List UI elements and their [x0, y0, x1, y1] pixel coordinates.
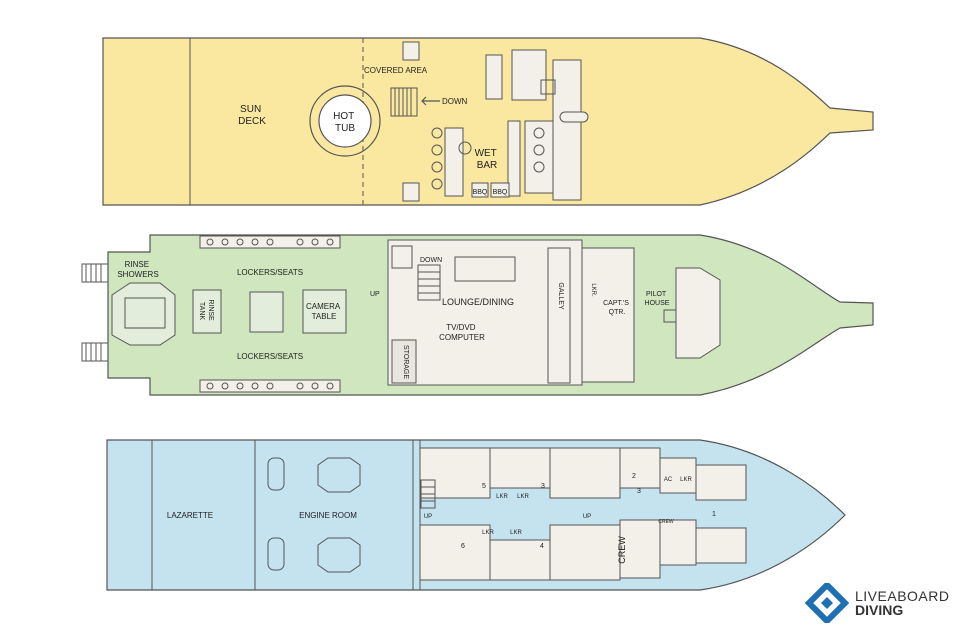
label-lkr: LKR.	[590, 283, 596, 297]
sun-deck: SUN DECK COVERED AREA DOWN HOT TUB WET B…	[102, 37, 874, 206]
logo-line-1: LIVEABOARD	[855, 588, 950, 604]
label-lkr-b: LKR	[517, 494, 529, 500]
lower-deck: LAZARETTE ENGINE ROOM UP UP LKR LKR LKR …	[106, 439, 846, 591]
wet-bar-structure	[402, 41, 589, 202]
logo-wordmark: LIVEABOARD DIVING	[855, 589, 949, 617]
label-cabin-4: 4	[540, 543, 544, 550]
label-camera-table: CAMERA TABLE	[306, 302, 342, 321]
label-cabin-3b: 3	[637, 488, 641, 495]
main-deck-tables	[192, 289, 347, 334]
main-deck-stairs	[417, 264, 441, 301]
label-up-left: UP	[424, 514, 432, 520]
label-galley: GALLEY	[557, 282, 564, 310]
label-sun-deck: SUN DECK	[238, 104, 266, 127]
logo-line-2: DIVING	[855, 602, 904, 618]
label-capt-qtr: CAPT.'S QTR.	[603, 300, 631, 316]
sun-deck-stairs	[390, 87, 418, 117]
main-deck: RINSE SHOWERS LOCKERS/SEATS LOCKERS/SEAT…	[81, 234, 874, 396]
label-wet-bar: WET BAR	[475, 148, 500, 171]
hot-tub-inner	[318, 94, 372, 148]
lockers-seats-bottom	[199, 379, 341, 393]
label-lkr-a: LKR	[496, 494, 508, 500]
label-storage: STORAGE	[402, 345, 409, 379]
label-tv-computer: TV/DVD COMPUTER	[439, 323, 485, 342]
sink-icon	[458, 141, 472, 155]
label-cabin-6: 6	[461, 543, 465, 550]
label-up-mid: UP	[583, 514, 591, 520]
diving-logo-icon	[804, 580, 850, 626]
label-lkr-c: LKR	[482, 530, 494, 536]
label-cabin-5: 5	[482, 483, 486, 490]
label-hot-tub: HOT TUB	[333, 111, 357, 134]
helm-chair-icon	[540, 79, 556, 95]
label-cabin-3a: 3	[541, 483, 545, 490]
stern-ladders	[81, 263, 109, 362]
label-lounge-dining: LOUNGE/DINING	[442, 297, 514, 307]
dive-platform-gear	[111, 282, 176, 346]
bar-stools	[431, 127, 545, 190]
label-cabin-2: 2	[632, 473, 636, 480]
sun-deck-hull	[102, 37, 874, 206]
label-lockers-top: LOCKERS/SEATS	[237, 268, 303, 277]
label-covered-area: COVERED AREA	[364, 66, 428, 75]
down-arrow-icon	[421, 96, 440, 106]
hot-tub-outer	[309, 85, 381, 157]
main-deck-salon	[387, 239, 635, 386]
lower-stairs	[420, 479, 436, 509]
label-ac: AC	[664, 477, 673, 483]
label-cabin-1: 1	[712, 511, 716, 518]
lockers-seats-top	[199, 235, 341, 249]
label-main-down: DOWN	[420, 257, 442, 264]
label-bbq-2: BBQ	[493, 189, 508, 196]
label-engine-room: ENGINE ROOM	[299, 511, 357, 520]
label-pilot-house: PILOT HOUSE	[645, 291, 670, 307]
label-lazarette: LAZARETTE	[167, 511, 213, 520]
label-rinse-tank: RINSE TANK	[198, 299, 214, 322]
label-lockers-bottom: LOCKERS/SEATS	[237, 352, 303, 361]
label-sun-down: DOWN	[442, 97, 468, 106]
engines	[267, 457, 361, 573]
label-crew-small: CREW	[658, 519, 674, 525]
label-rinse-showers: RINSE SHOWERS	[117, 260, 158, 279]
pilot-house-console	[675, 267, 721, 359]
label-crew-big: CREW	[617, 536, 627, 564]
label-lkr-e: LKR	[680, 477, 692, 483]
helm-seat-icon	[663, 309, 677, 323]
lower-cabins	[419, 447, 747, 581]
label-bbq-1: BBQ	[473, 189, 488, 196]
label-lkr-d: LKR	[510, 530, 522, 536]
liveaboard-diving-logo: LIVEABOARD DIVING	[804, 580, 955, 626]
label-main-up: UP	[370, 291, 380, 298]
